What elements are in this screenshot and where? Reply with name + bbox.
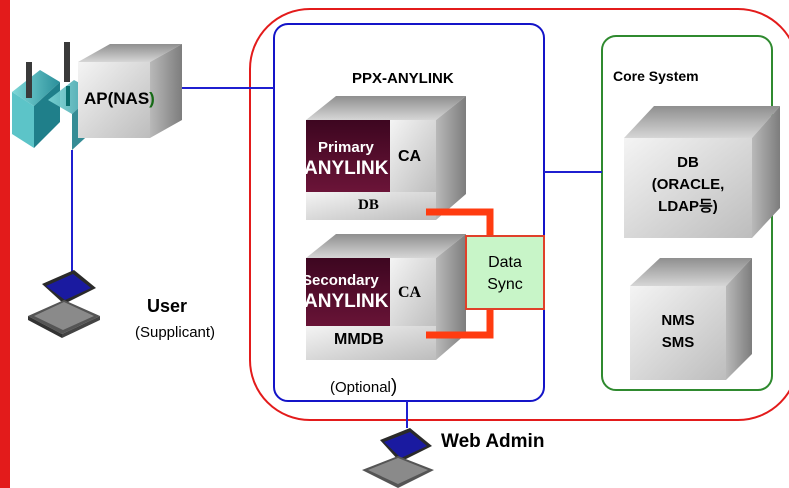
data-sync-box [465, 235, 545, 310]
ap-nas-text: AP(NAS [84, 89, 150, 108]
primary-ca-label: CA [398, 148, 422, 165]
user-sub-label: (Supplicant) [135, 324, 216, 341]
user-label: User [147, 296, 188, 316]
left-red-bar [0, 0, 10, 488]
data-sync-line-2: Sync [487, 276, 523, 293]
secondary-anylink-label: ANYLINK [304, 291, 389, 312]
data-sync-link [426, 208, 494, 339]
ap-nas-label: AP(NAS) [84, 89, 155, 109]
outer-boundary [249, 8, 789, 421]
primary-anylink-label: ANYLINK [304, 158, 389, 179]
data-sync-line-1: Data [488, 254, 522, 271]
ppx-anylink-box [273, 23, 545, 402]
core-db-line-2: (ORACLE, [651, 176, 725, 193]
core-sms-line: SMS [661, 334, 695, 351]
optional-label: (Optional) [330, 376, 397, 398]
core-system-title: Core System [613, 68, 699, 84]
ap-nas-server [78, 44, 182, 138]
primary-anylink-server [306, 96, 466, 220]
core-db-server [624, 106, 780, 238]
core-nms-line: NMS [661, 312, 695, 329]
optional-text: (Optional [330, 379, 391, 396]
core-nms-label: NMS SMS [630, 310, 726, 354]
core-db-label: DB (ORACLE, LDAP등) [624, 152, 752, 218]
secondary-anylink-server [306, 234, 466, 360]
core-nms-server [630, 258, 752, 380]
laptop-icon [28, 270, 100, 338]
core-db-line-3: LDAP등) [658, 198, 718, 215]
secondary-mmdb-label: MMDB [334, 331, 384, 348]
core-db-line-1: DB [677, 154, 699, 171]
secondary-role-label: Secondary [302, 272, 379, 289]
primary-db-label: DB [358, 197, 379, 213]
secondary-ca-label: CA [398, 284, 422, 301]
ap-nas-close-paren: ) [149, 89, 155, 108]
optional-close-paren: ) [390, 376, 398, 397]
ppx-anylink-title: PPX-ANYLINK [352, 70, 454, 87]
web-admin-laptop-icon [362, 428, 434, 488]
web-admin-label: Web Admin [441, 431, 545, 452]
data-sync-label: Data Sync [466, 252, 544, 296]
primary-role-label: Primary [318, 139, 374, 156]
